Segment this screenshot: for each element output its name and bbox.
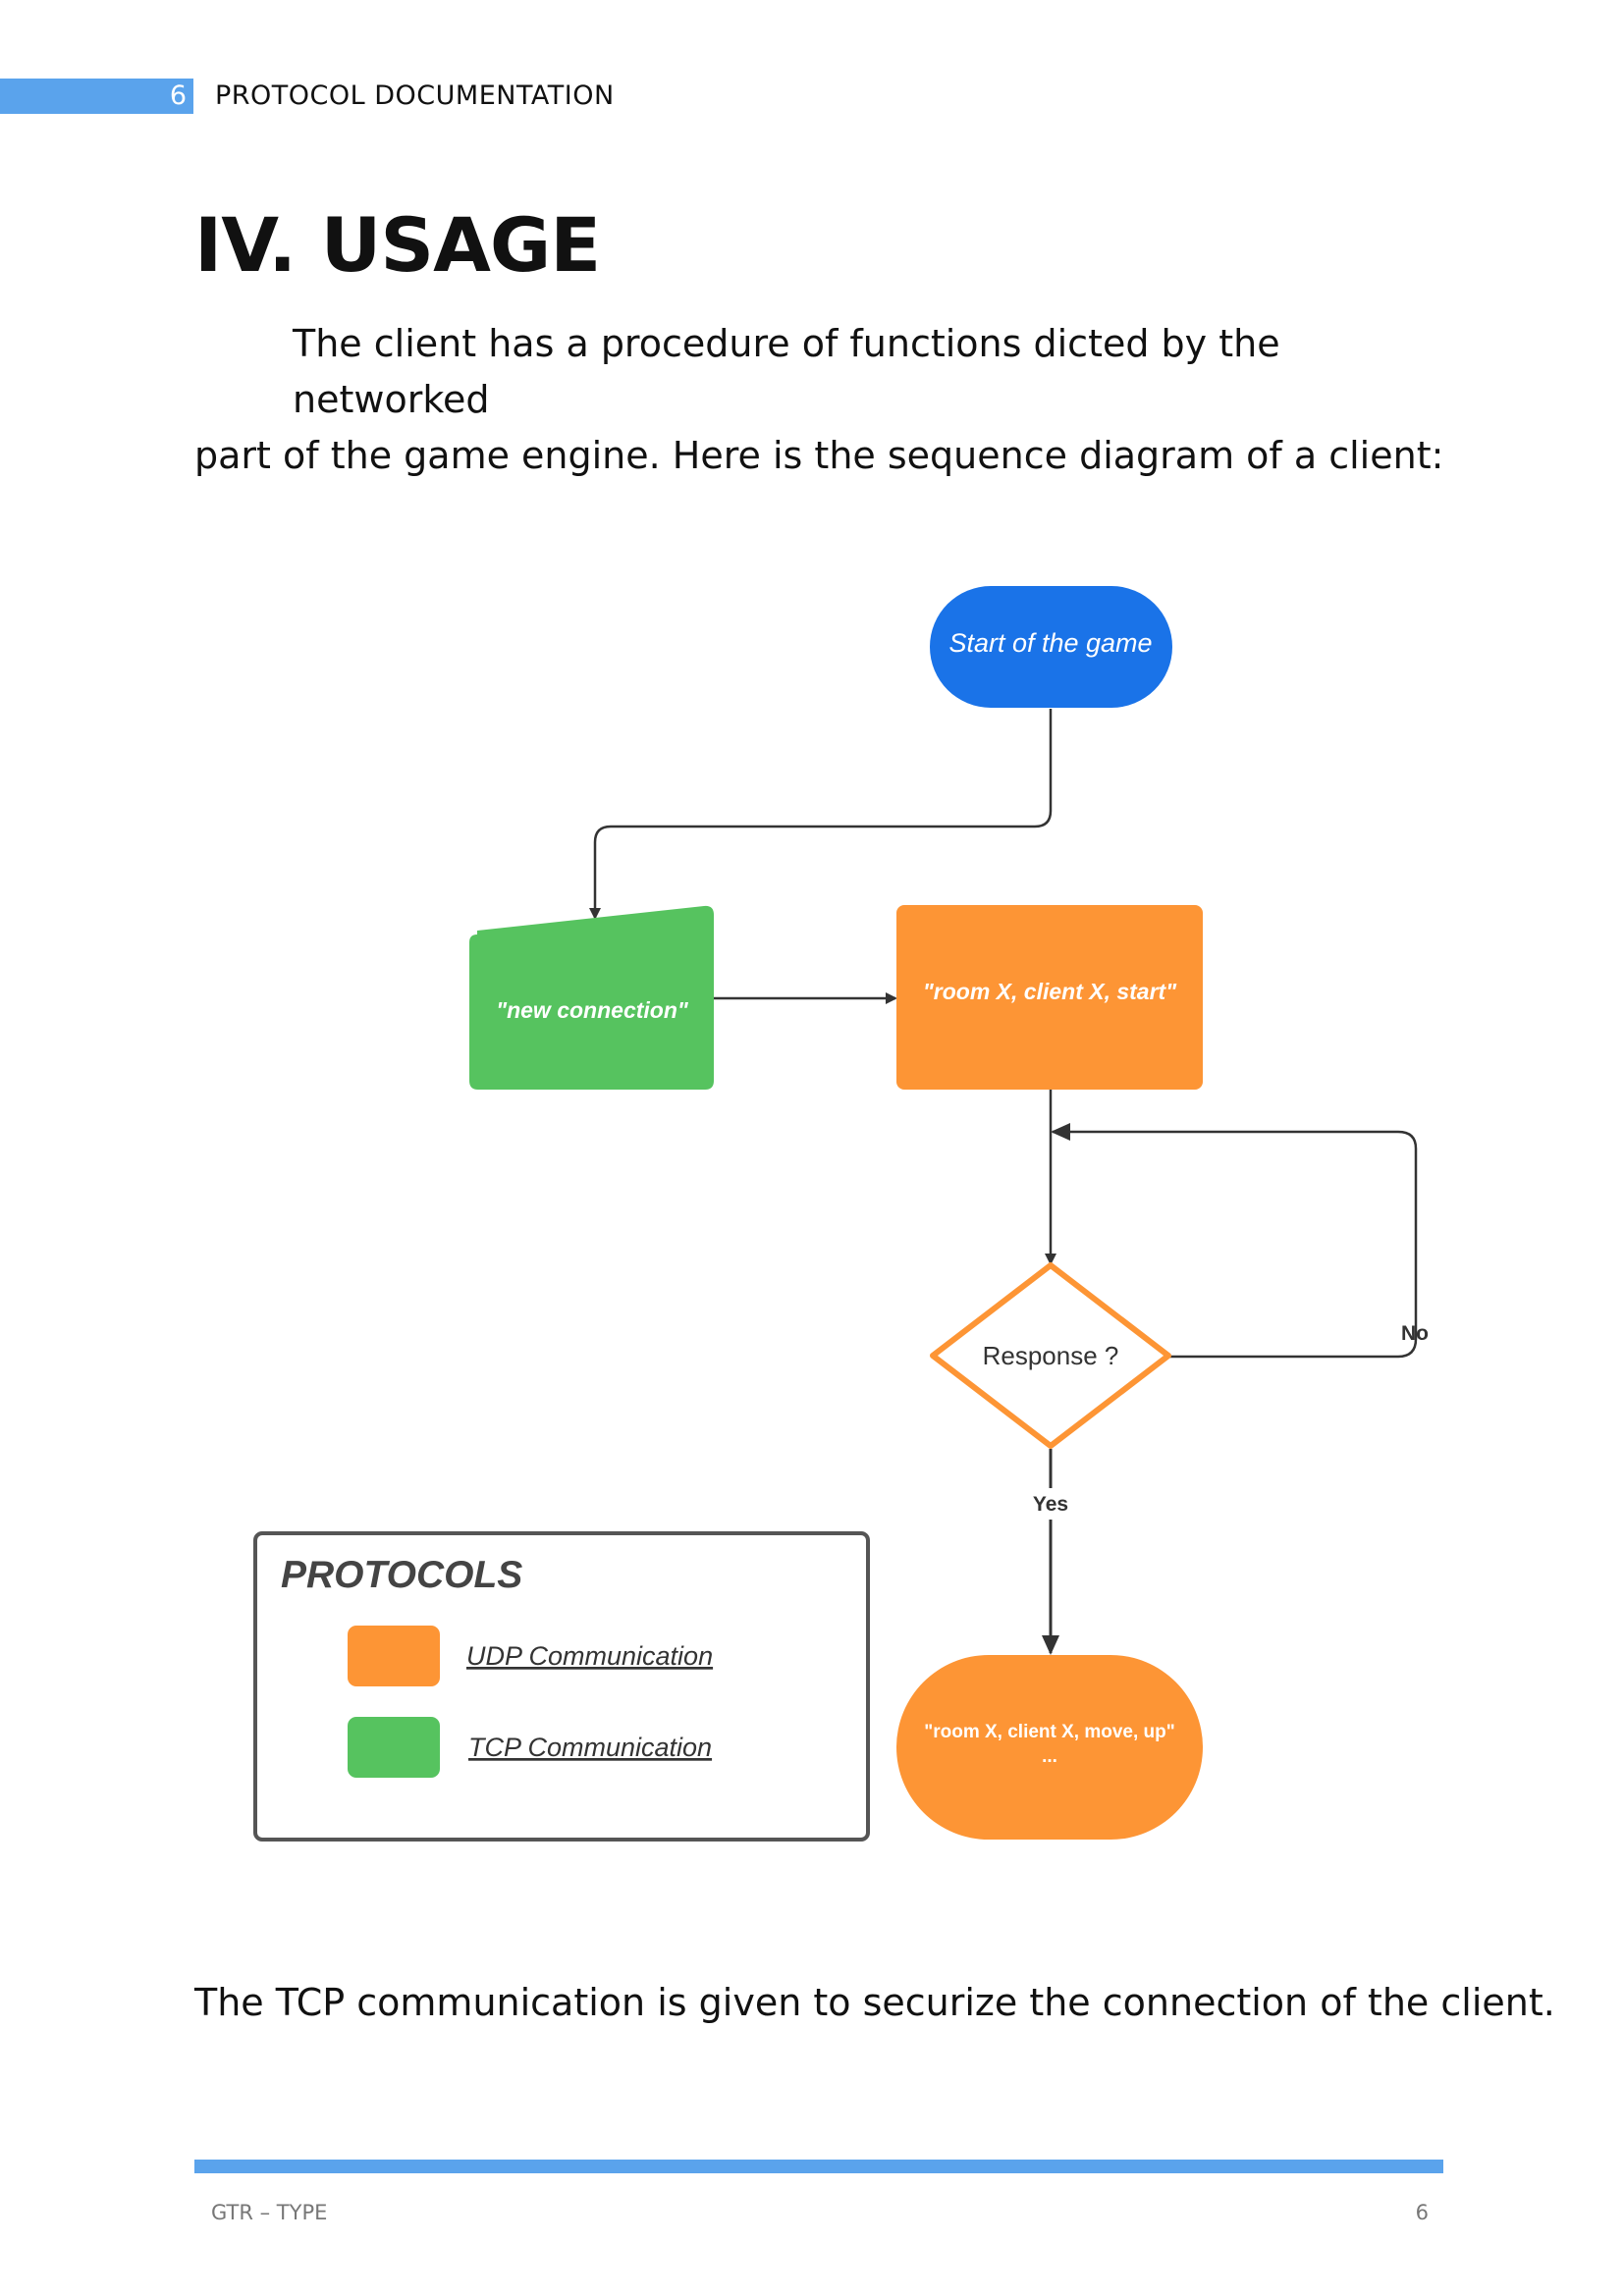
closing-paragraph: The TCP communication is given to securi… — [194, 1981, 1555, 2024]
start-node — [930, 586, 1172, 708]
response-decision-node — [930, 1262, 1171, 1449]
move-message-node — [896, 1655, 1203, 1840]
new-connection-label: "new connection" — [496, 997, 689, 1023]
response-decision-label: Response ? — [983, 1341, 1119, 1370]
header-page-number: 6 — [169, 80, 187, 111]
move-message-label: "room X, client X, move, up" — [924, 1722, 1175, 1742]
udp-swatch — [348, 1626, 440, 1686]
header-accent-bar — [0, 79, 193, 114]
tcp-swatch — [348, 1717, 440, 1778]
footer-page-number: 6 — [1415, 2201, 1429, 2224]
move-message-ellipsis: ... — [1042, 1746, 1057, 1767]
connector-no-loop — [1051, 1123, 1418, 1359]
yes-branch-label: Yes — [1033, 1493, 1068, 1516]
tcp-label: TCP Communication — [468, 1733, 712, 1762]
header-title: PROTOCOL DOCUMENTATION — [215, 80, 615, 111]
start-message-label: "room X, client X, start" — [923, 979, 1177, 1004]
start-node-label: Start of the game — [948, 628, 1152, 658]
start-message-node — [896, 905, 1203, 1090]
footer-document-name: GTR – TYPE — [211, 2201, 328, 2224]
section-heading: IV. USAGE — [194, 201, 601, 289]
new-connection-node — [469, 905, 714, 1090]
connector-start-to-connection — [589, 709, 1053, 920]
intro-line-1: The client has a procedure of functions … — [293, 322, 1280, 421]
udp-label: UDP Communication — [466, 1641, 713, 1671]
footer-accent-bar — [194, 2160, 1443, 2173]
no-branch-label: No — [1401, 1322, 1429, 1345]
intro-line-2: part of the game engine. Here is the seq… — [194, 434, 1444, 477]
intro-paragraph: The client has a procedure of functions … — [194, 316, 1471, 484]
legend-title: PROTOCOLS — [281, 1554, 522, 1596]
